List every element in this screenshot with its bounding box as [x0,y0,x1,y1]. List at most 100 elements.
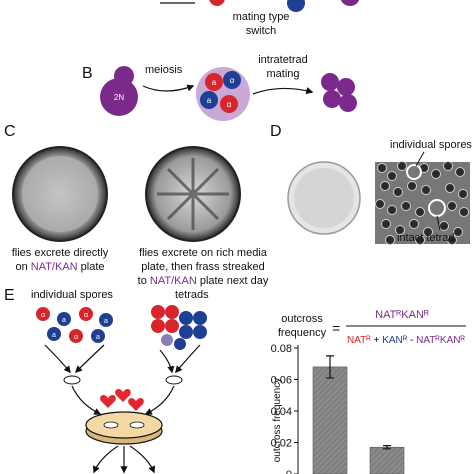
cell-blue-fragment [287,0,305,12]
y-tick-label: 0.06 [271,375,292,387]
spore-dot [409,219,419,229]
tetrad-group [151,305,207,350]
y-tick-label: 0 [286,469,292,474]
e-spore-2: a [62,317,66,324]
diploid-label: 2N [114,93,124,102]
spore-dot [447,235,457,245]
cell-red-fragment [209,0,225,6]
formula-lhs-1: outcross [281,313,323,325]
spore-dot [397,161,407,171]
spore-2-label: α [230,76,235,85]
formula-numerator: NATᴿKANᴿ [375,309,429,321]
spore-dot [415,235,425,245]
formula-equals: = [332,320,340,336]
mated-cell-2 [337,78,355,96]
spore-dot [375,199,385,209]
error-bar-2 [383,445,391,450]
spore-3 [200,91,218,109]
bar-1 [312,366,348,474]
e-spore-3: α [84,312,88,319]
mated-cell-3 [323,90,341,108]
spore-dot [407,181,417,191]
outcross-formula: outcross frequency = NATᴿKANᴿ NATᴿ + KAN… [278,309,466,346]
mated-cell-1 [321,73,339,91]
outcross-bar-chart: outcross frequency 00.020.040.060.08 [271,343,405,474]
spore-1 [205,73,223,91]
individual-spore-group: α a α a a α a [36,307,113,343]
intratetrad-label-2: mating [266,68,299,80]
meiosis-label: meiosis [145,64,183,76]
heart-icon [115,388,131,402]
spore-2 [223,71,241,89]
panel-label-d: D [270,123,282,140]
pool-right [165,375,183,385]
pool-left [63,375,81,385]
formula-lhs-2: frequency [278,327,327,339]
panel-d: D individual spores intact tetrad [270,123,472,245]
bars [312,355,405,474]
panel-label-b: B [82,65,93,82]
caption-streak-2: plate, then frass streaked [141,261,265,273]
cell-purple-fragment [340,0,360,6]
heart-icon [100,394,116,408]
diploid-cell [100,78,138,116]
e-spore-5: a [52,332,56,339]
panel-b: B 2N meiosis a α a α intratetrad mating [82,54,357,121]
spore-4-label: α [227,100,232,109]
heart-icon [128,397,144,411]
spore-4 [220,95,238,113]
y-tick-label: 0.04 [271,406,292,418]
spore-dot [387,205,397,215]
bar-2 [369,446,405,474]
spore-dot [385,235,395,245]
marker-individual-spore [406,164,422,180]
streak-pattern [157,158,229,230]
caption-direct-1: flies excrete directly [12,247,109,259]
label-intact-tetrad: intact tetrad [397,232,454,244]
heart-icons [100,388,144,411]
label-individual-spores: individual spores [390,139,472,151]
formula-denominator: NATᴿ + KANᴿ - NATᴿKANᴿ [347,335,465,346]
y-tick-label: 0.08 [271,343,292,355]
panel-e: E individual spores tetrads α a α a a α … [4,287,209,474]
spore-dot [447,201,457,211]
e-spore-6: α [74,334,78,341]
e-spore-4: a [104,318,108,325]
caption-streak-1: flies excrete on rich media [139,247,268,259]
mated-cell-4 [339,94,357,112]
spore-3-label: a [207,96,212,105]
panel-a: mating type switch [160,0,360,37]
spore-dot [445,183,455,193]
spore-dot [415,207,425,217]
spore-dot [377,163,387,173]
spore-dot [387,171,397,181]
y-ticks: 00.020.040.060.08 [271,343,298,474]
spore-dot [439,221,449,231]
spore-dot [395,225,405,235]
spore-dot [401,201,411,211]
label-tetrads-e: tetrads [175,289,209,301]
spore-dot [431,169,441,179]
spore-dot [459,207,469,217]
spore-1-label: a [212,78,217,87]
spore-dot [393,187,403,197]
panel-label-e: E [4,287,15,304]
spore-dot [423,227,433,237]
y-axis-label: outcross frequency [272,378,283,463]
spore-dot [380,181,390,191]
e-spore-1: α [41,312,45,319]
spore-dot [455,167,465,177]
mating-type-caption-2: switch [246,25,277,37]
spore-dot [453,227,463,237]
panel-c: C flies excrete directly on NAT/KAN plat… [4,123,269,287]
spore-dot [443,161,453,171]
label-individual-spores-e: individual spores [31,289,113,301]
caption-streak-3: to NAT/KAN plate next day [138,275,269,287]
intratetrad-label-1: intratetrad [258,54,308,66]
spore-dot [421,185,431,195]
error-bar-1 [326,355,334,379]
spore-dot [381,219,391,229]
panel-label-c: C [4,123,16,140]
spore-dot [458,189,468,199]
